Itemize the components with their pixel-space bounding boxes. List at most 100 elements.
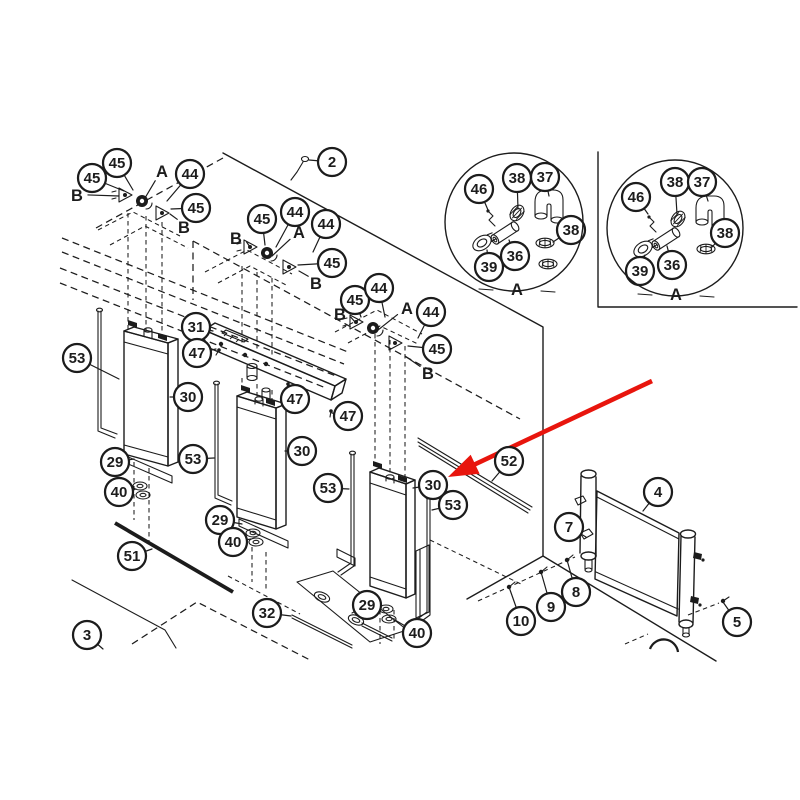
callout-circle: [499, 240, 531, 272]
radiator-core-right: [369, 461, 416, 599]
callout-circle: [310, 208, 342, 240]
callout-40: 40: [103, 476, 135, 508]
callout-number: 52: [501, 453, 518, 470]
callout-37: 37: [529, 161, 561, 193]
hose-fitting-cluster-3: [342, 314, 403, 351]
callout-number: 7: [565, 519, 573, 536]
callout-circle: [71, 619, 103, 651]
callout-number: 45: [347, 292, 364, 309]
callout-45: 45: [316, 247, 348, 279]
callout-number: 45: [324, 255, 341, 272]
callout-circle: [535, 591, 567, 623]
callout-number: 47: [340, 408, 357, 425]
callout-number: 44: [287, 204, 304, 221]
callout-circle: [103, 476, 135, 508]
callout-number: 38: [717, 225, 734, 242]
callout-44: 44: [363, 272, 395, 304]
callout-number: 30: [425, 477, 442, 494]
callout-number: 32: [259, 605, 276, 622]
callout-circle: [463, 173, 495, 205]
callout-38: 38: [501, 162, 533, 194]
callout-45: 45: [76, 162, 108, 194]
letter-text: A: [293, 224, 305, 242]
callout-53: 53: [312, 472, 344, 504]
letter-label-B: B: [178, 219, 190, 237]
callout-number: 10: [513, 613, 530, 630]
callout-40: 40: [217, 526, 249, 558]
callout-circle: [421, 333, 453, 365]
callout-circle: [624, 255, 656, 287]
callout-number: 53: [320, 480, 337, 497]
callout-number: 30: [294, 443, 311, 460]
callout-number: 45: [84, 170, 101, 187]
callout-number: 3: [83, 627, 91, 644]
callout-circle: [686, 166, 718, 198]
callout-number: 36: [664, 257, 681, 274]
callout-7: 7: [553, 511, 585, 543]
mounting-screws: [506, 554, 730, 604]
callout-9: 9: [535, 591, 567, 623]
callout-circle: [174, 158, 206, 190]
callout-number: 44: [182, 166, 199, 183]
callout-number: 45: [429, 341, 446, 358]
callout-circle: [76, 162, 108, 194]
callout-circle: [721, 606, 753, 638]
callout-29: 29: [204, 504, 236, 536]
callout-number: 29: [359, 597, 376, 614]
letter-label-B: B: [334, 306, 346, 324]
callout-number: 8: [572, 584, 580, 601]
detail-caption-dashes: [637, 293, 715, 298]
radiator-core-middle: [236, 385, 287, 530]
callout-number: 46: [471, 181, 488, 198]
callout-number: 40: [409, 625, 426, 642]
callout-39: 39: [624, 255, 656, 287]
callout-circle: [204, 504, 236, 536]
callout-circle: [493, 445, 525, 477]
callout-38: 38: [709, 217, 741, 249]
callout-number: 47: [287, 391, 304, 408]
detail-view-2: A: [606, 159, 744, 304]
callout-number: 47: [189, 345, 206, 362]
bottom-channel-right-set: [336, 544, 430, 619]
callout-circle: [417, 469, 449, 501]
callout-44: 44: [174, 158, 206, 190]
callout-circle: [555, 214, 587, 246]
callout-number: 37: [694, 174, 711, 191]
callout-circle: [505, 605, 537, 637]
letter-text: B: [422, 365, 434, 383]
callout-circle: [316, 247, 348, 279]
callout-number: 29: [212, 512, 229, 529]
letter-text: A: [156, 163, 168, 181]
callout-number: 39: [481, 259, 498, 276]
bottom-channel-left: [125, 455, 173, 484]
callout-52: 52: [493, 445, 525, 477]
callout-number: 53: [445, 497, 462, 514]
callout-38: 38: [659, 166, 691, 198]
callout-4: 4: [642, 476, 674, 508]
callout-circle: [316, 146, 348, 178]
callout-circle: [473, 251, 505, 283]
oil-cooler: [574, 469, 705, 638]
callout-circle: [560, 576, 592, 608]
callout-number: 38: [667, 174, 684, 191]
callout-44: 44: [415, 296, 447, 328]
callout-circle: [415, 296, 447, 328]
callout-number: 38: [509, 170, 526, 187]
callout-circle: [642, 476, 674, 508]
detail-caption-dashes: [478, 288, 556, 293]
letter-label-B: B: [310, 275, 322, 293]
callout-number: 45: [188, 200, 205, 217]
clip-pin-2: [290, 155, 310, 181]
partial-callout-circle: [648, 638, 680, 653]
callout-circle: [709, 217, 741, 249]
callout-circle: [217, 526, 249, 558]
callout-number: 30: [180, 389, 197, 406]
callout-30: 30: [417, 469, 449, 501]
callout-36: 36: [499, 240, 531, 272]
callout-53: 53: [61, 342, 93, 374]
callout-45: 45: [421, 333, 453, 365]
callout-circle: [437, 489, 469, 521]
letter-text: B: [71, 187, 83, 205]
callout-39: 39: [473, 251, 505, 283]
